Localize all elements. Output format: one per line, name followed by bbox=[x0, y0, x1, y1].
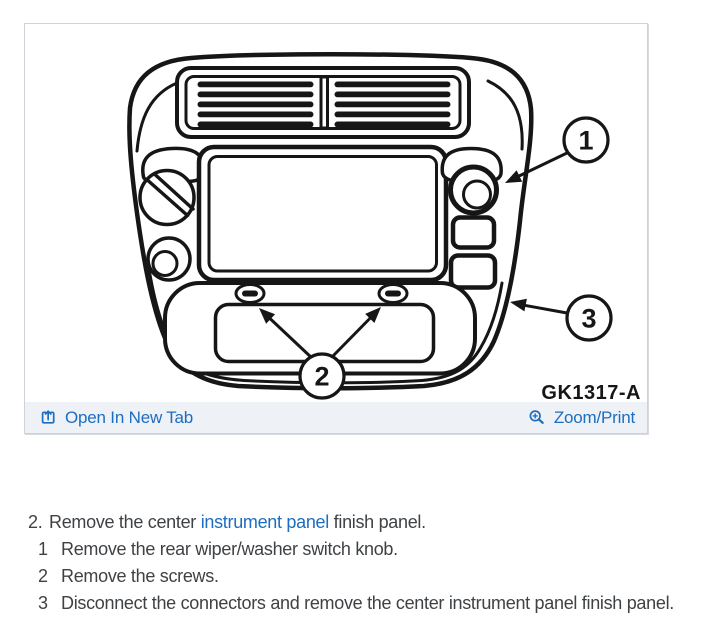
step-number: 2. bbox=[28, 512, 43, 532]
step-text-pre: Remove the center bbox=[49, 512, 201, 532]
substep-2-number: 2 bbox=[38, 566, 48, 586]
figure-box: 1 2 3 GK1317-A Open In New Tab bbox=[24, 23, 648, 434]
zoom-print-link[interactable]: Zoom/Print bbox=[528, 408, 635, 428]
zoom-print-label: Zoom/Print bbox=[553, 407, 635, 427]
substep-3-text: Disconnect the connectors and remove the… bbox=[61, 593, 674, 613]
wiper-washer-knob bbox=[448, 164, 499, 216]
left-controls bbox=[138, 146, 206, 282]
substep-1: 1 Remove the rear wiper/washer switch kn… bbox=[38, 536, 674, 563]
callout-1-number: 1 bbox=[578, 126, 593, 156]
step-main: 2. Remove the center instrument panel fin… bbox=[28, 509, 674, 536]
callout-1: 1 bbox=[562, 116, 610, 164]
figure-code-label: GK1317-A bbox=[541, 382, 641, 402]
step-text-post: finish panel. bbox=[328, 512, 426, 532]
figure-footer: Open In New Tab Zoom/Print bbox=[25, 402, 647, 433]
substep-2-text: Remove the screws. bbox=[61, 566, 219, 586]
substep-1-number: 1 bbox=[38, 539, 48, 559]
instructions: 2. Remove the center instrument panel fin… bbox=[28, 509, 674, 617]
callout-3-number: 3 bbox=[581, 304, 596, 334]
right-controls bbox=[440, 146, 503, 290]
air-vents bbox=[175, 66, 471, 139]
screw-right bbox=[377, 283, 409, 304]
callout-2: 2 bbox=[298, 352, 346, 400]
open-in-new-tab-icon bbox=[41, 410, 55, 424]
open-in-new-tab-label: Open In New Tab bbox=[65, 407, 194, 427]
open-in-new-tab-link[interactable]: Open In New Tab bbox=[40, 408, 193, 428]
substep-1-text: Remove the rear wiper/washer switch knob… bbox=[61, 539, 398, 559]
callout-2-number: 2 bbox=[314, 362, 329, 392]
instrument-panel-diagram: 1 2 3 GK1317-A bbox=[25, 24, 647, 402]
substep-3: 3 Disconnect the connectors and remove t… bbox=[38, 590, 674, 617]
callout-arrows bbox=[259, 151, 569, 361]
vent-louvers bbox=[197, 81, 451, 128]
center-display-opening bbox=[196, 144, 449, 283]
instrument-panel-link[interactable]: instrument panel bbox=[200, 512, 330, 532]
substep-2: 2 Remove the screws. bbox=[38, 563, 674, 590]
substep-3-number: 3 bbox=[38, 593, 48, 613]
callout-3: 3 bbox=[565, 294, 613, 342]
zoom-magnifier-icon bbox=[529, 410, 544, 424]
screw-left bbox=[234, 283, 266, 304]
